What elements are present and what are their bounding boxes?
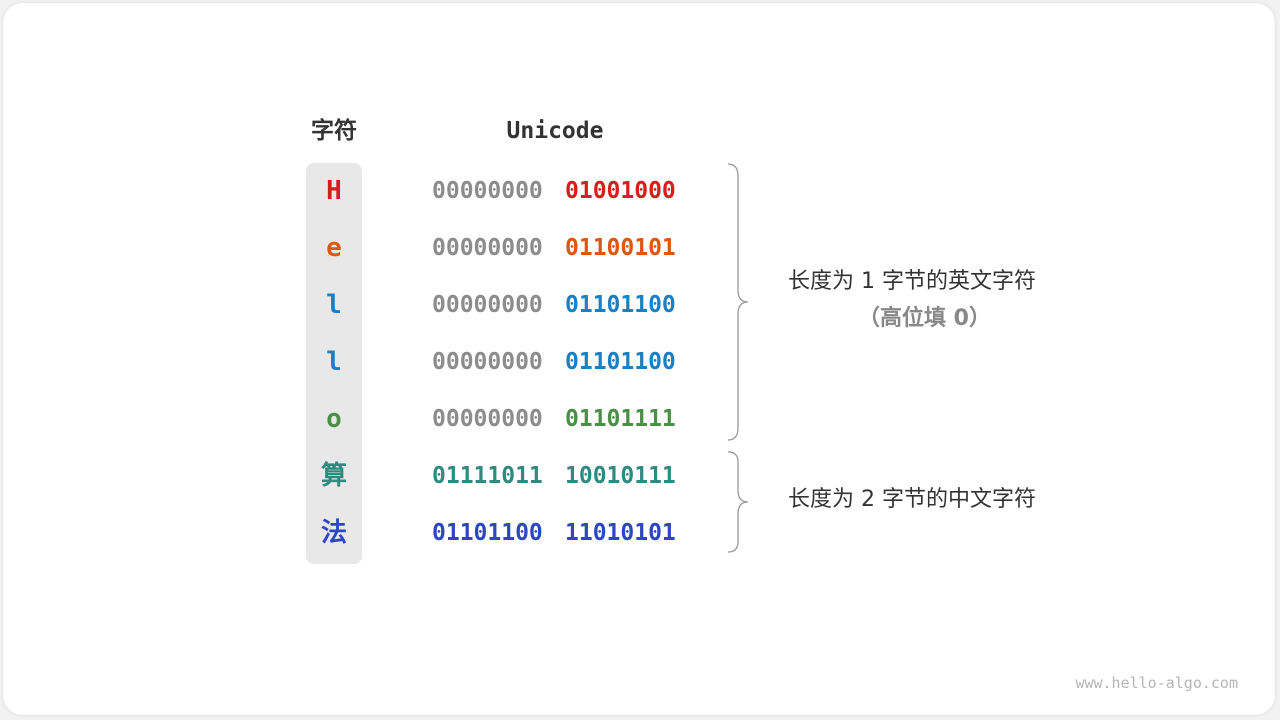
high-byte: 01101100 [432,520,543,546]
char-cell: 算 [320,461,347,491]
char-column-background [306,163,362,564]
high-byte: 00000000 [432,292,543,318]
diagram-card [3,3,1275,715]
high-byte: 00000000 [432,178,543,204]
char-cell: e [326,233,342,263]
header-char: 字符 [311,118,357,144]
low-byte: 10010111 [565,463,676,489]
char-cell: 法 [320,518,347,548]
brace-chinese [727,451,749,553]
low-byte: 01100101 [565,235,676,261]
high-byte: 00000000 [432,349,543,375]
char-cell: o [326,404,342,434]
high-byte: 00000000 [432,235,543,261]
header-unicode: Unicode [506,118,604,144]
high-byte: 01111011 [432,463,543,489]
low-byte: 01101100 [565,292,676,318]
english-sublabel: （高位填 0） [858,306,991,331]
low-byte: 01001000 [565,178,676,204]
low-byte: 11010101 [565,520,676,546]
char-cell: l [326,347,342,377]
char-cell: H [326,176,342,206]
chinese-label: 长度为 2 字节的中文字符 [788,487,1036,512]
char-cell: l [326,290,342,320]
low-byte: 01101111 [565,406,676,432]
low-byte: 01101100 [565,349,676,375]
english-label: 长度为 1 字节的英文字符 [788,269,1036,294]
watermark: www.hello-algo.com [1075,674,1238,692]
high-byte: 00000000 [432,406,543,432]
brace-english [727,163,749,441]
